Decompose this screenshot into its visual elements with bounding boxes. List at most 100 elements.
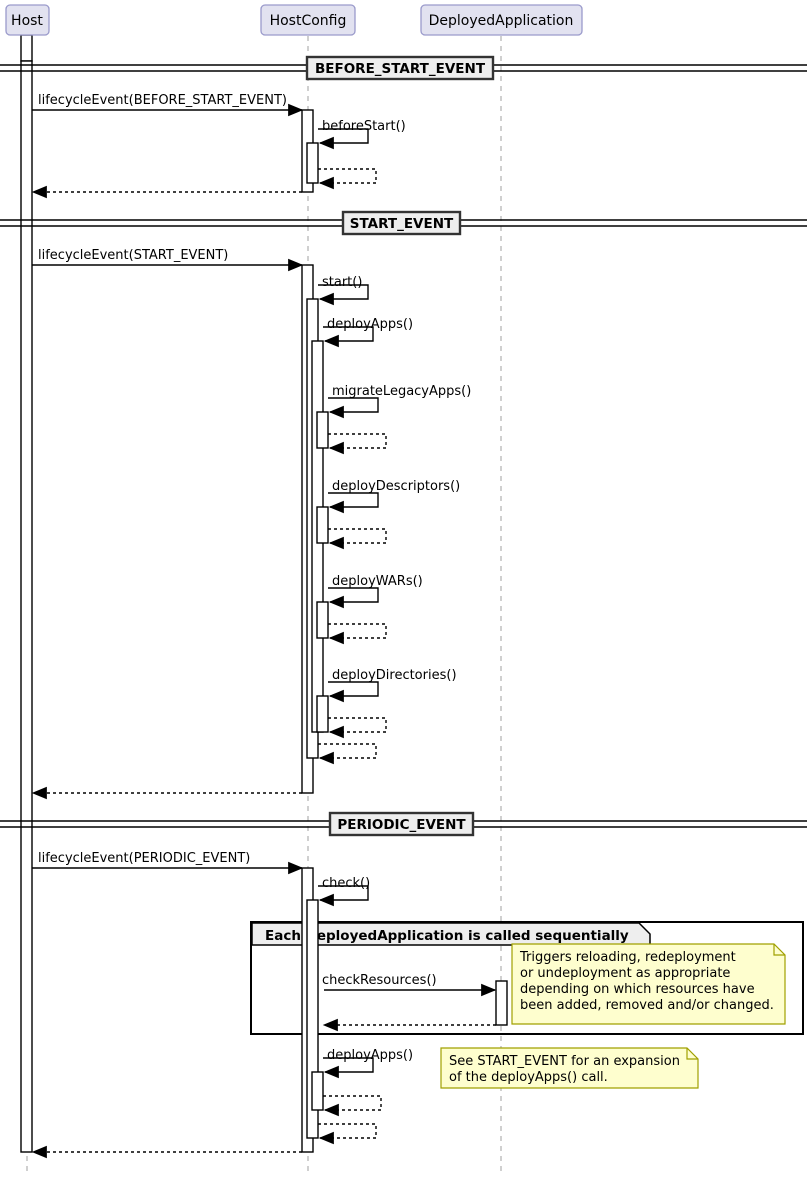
divider-label: BEFORE_START_EVENT [315, 61, 486, 77]
self-message-path [328, 433, 387, 455]
activation-bar-act-hc-2-descriptors [316, 506, 329, 544]
message-m23 [323, 1095, 382, 1117]
message-m15 [328, 717, 387, 739]
message-label: deployWARs() [332, 574, 423, 589]
divider-box [341, 210, 462, 236]
message-m8: migrateLegacyApps() [328, 384, 471, 419]
message-label: lifecycleEvent(PERIODIC_EVENT) [38, 851, 250, 866]
activation-bar-act-hc-2-dirs [316, 695, 329, 733]
divider-box [328, 811, 475, 837]
self-message-path [318, 743, 377, 765]
message-m16 [318, 743, 377, 765]
frame-label: Each DeployedApplication is called seque… [265, 928, 629, 944]
message-m18: lifecycleEvent(PERIODIC_EVENT) [32, 851, 304, 875]
message-m5: lifecycleEvent(START_EVENT) [32, 248, 304, 272]
frames-layer: Each DeployedApplication is called seque… [250, 921, 804, 1035]
participant-label: DeployedApplication [429, 13, 574, 29]
participant-host[interactable]: Host [5, 4, 50, 36]
note-body [440, 1047, 699, 1089]
participant-label: Host [11, 13, 43, 29]
message-label: migrateLegacyApps() [332, 384, 471, 399]
message-label: deployApps() [327, 317, 413, 332]
message-m11 [328, 528, 387, 550]
message-m12: deployWARs() [328, 574, 423, 609]
lifelines-layer [26, 36, 502, 1172]
self-message-path [323, 326, 374, 348]
activation-bar-act-hc-3-deployapps [311, 1071, 324, 1111]
note-line: or undeployment as appropriate [520, 966, 730, 981]
self-message-path [318, 128, 369, 150]
note-line: Triggers reloading, redeployment [519, 950, 736, 965]
activation-bar-act-hc-2-migrate [316, 411, 329, 449]
message-label: deployApps() [327, 1048, 413, 1063]
divider-before-start: BEFORE_START_EVENT [0, 55, 807, 81]
note-line: depending on which resources have [520, 982, 755, 997]
message-m6: start() [318, 275, 369, 306]
note-line: been added, removed and/or changed. [520, 998, 774, 1013]
self-message-path [328, 492, 379, 514]
dividers-layer: BEFORE_START_EVENT START_EVENT PERIODIC_EV… [0, 55, 807, 837]
message-m19: check() [318, 876, 370, 907]
activation-bar-act-hc-2-wars [316, 601, 329, 639]
message-label: start() [322, 275, 362, 290]
activation-bar-act-host-top [20, 34, 33, 62]
participants-layer: Host HostConfig DeployedApplication [5, 4, 583, 36]
message-m22: deployApps() [323, 1048, 413, 1079]
divider-label: START_EVENT [350, 216, 454, 232]
participant-box[interactable] [5, 4, 50, 36]
message-m2: beforeStart() [318, 119, 406, 150]
participant-box[interactable] [260, 4, 356, 36]
message-m14: deployDirectories() [328, 668, 457, 703]
message-label: lifecycleEvent(START_EVENT) [38, 248, 228, 263]
frame-border [250, 921, 804, 1035]
note-line: of the deployApps() call. [449, 1070, 608, 1085]
self-message-path [328, 681, 379, 703]
message-label: deployDirectories() [332, 668, 457, 683]
messages-layer: lifecycleEvent(BEFORE_START_EVENT)before… [31, 93, 497, 1159]
message-m13 [328, 623, 387, 645]
self-message-path [318, 284, 369, 306]
message-label: beforeStart() [322, 119, 406, 134]
participant-label: HostConfig [270, 13, 347, 29]
self-message-path [323, 1057, 374, 1079]
self-message-path [318, 168, 377, 190]
participant-hostconfig[interactable]: HostConfig [260, 4, 356, 36]
self-message-path [328, 528, 387, 550]
message-m9 [328, 433, 387, 455]
message-label: check() [322, 876, 370, 891]
activations-layer [20, 34, 508, 1153]
divider-label: PERIODIC_EVENT [337, 817, 466, 833]
message-m3 [318, 168, 377, 190]
frame-tab [251, 922, 651, 946]
self-message-path [318, 1123, 377, 1145]
message-m10: deployDescriptors() [328, 479, 460, 514]
self-message-path [328, 587, 379, 609]
frame-loop-each-deployedapp: Each DeployedApplication is called seque… [250, 921, 804, 1035]
participant-deployedapp[interactable]: DeployedApplication [420, 4, 583, 36]
participant-box[interactable] [420, 4, 583, 36]
activation-bar-act-hc-1-self [306, 142, 319, 184]
message-m24 [318, 1123, 377, 1145]
divider-periodic: PERIODIC_EVENT [0, 811, 807, 837]
note-fold [686, 1048, 698, 1060]
message-m7: deployApps() [323, 317, 413, 348]
self-message-path [323, 1095, 382, 1117]
activation-bar-act-hc-3-check [306, 899, 319, 1139]
self-message-path [318, 885, 369, 907]
activation-bar-act-host-1 [20, 60, 33, 1153]
divider-box [305, 55, 495, 81]
message-m1: lifecycleEvent(BEFORE_START_EVENT) [32, 93, 304, 117]
activation-bar-act-da-1 [495, 980, 508, 1026]
message-label: lifecycleEvent(BEFORE_START_EVENT) [38, 93, 287, 108]
message-m20: checkResources() [322, 973, 497, 997]
note-body [511, 943, 786, 1025]
note-line: See START_EVENT for an expansion [449, 1054, 680, 1069]
self-message-path [328, 623, 387, 645]
self-message-path [328, 397, 379, 419]
message-label: deployDescriptors() [332, 479, 460, 494]
divider-start: START_EVENT [0, 210, 807, 236]
